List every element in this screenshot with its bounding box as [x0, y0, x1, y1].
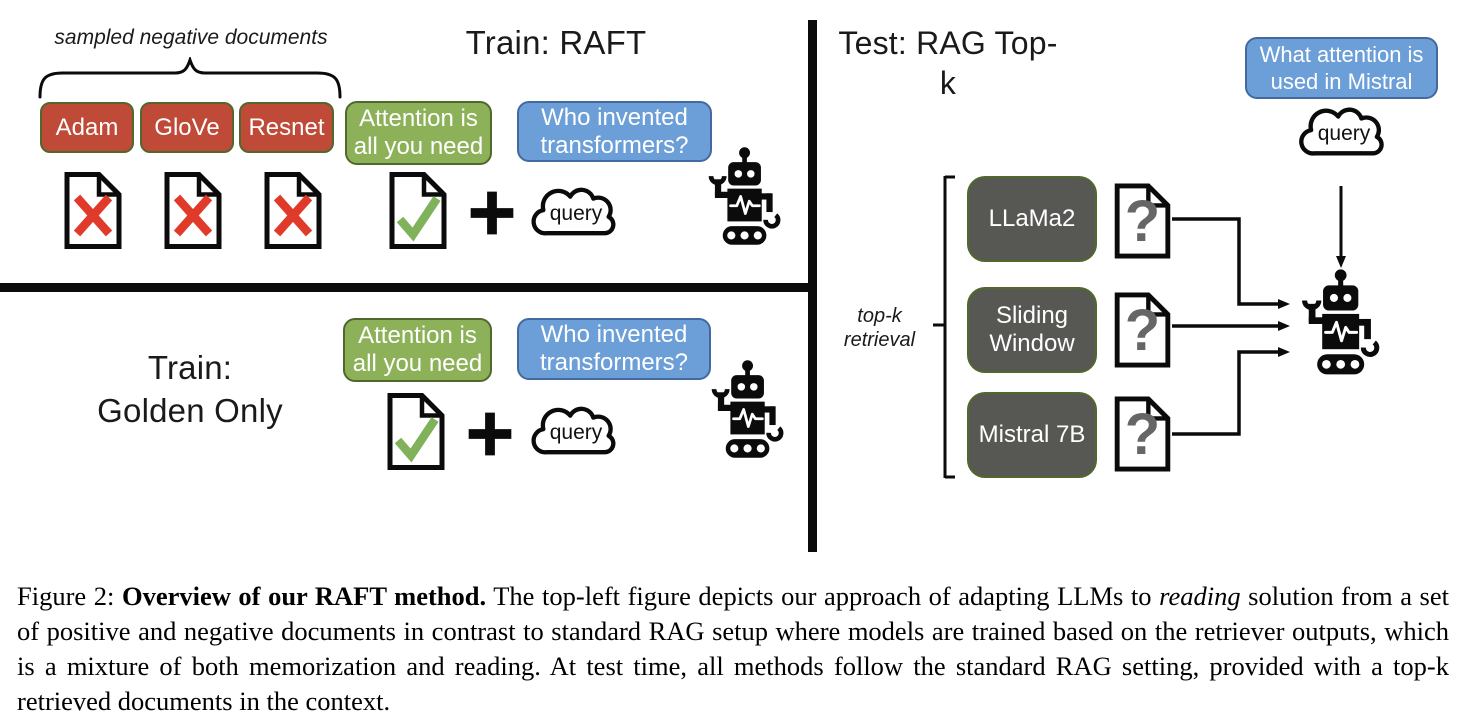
test-rag-title: Test: RAG Top-k [838, 25, 1058, 101]
caption-bold: Overview of our RAFT method. [121, 580, 487, 611]
golden-doc-box: Attention is all you need [343, 318, 492, 382]
question-box: Who invented transformers? [517, 101, 712, 162]
query-cloud-label: query [1317, 122, 1371, 145]
caption-prefix: Figure 2: [17, 580, 122, 611]
docs-to-robot-arrows [1172, 217, 1290, 436]
question-mark: ? [1124, 402, 1161, 467]
question-mark: ? [1124, 189, 1161, 254]
caption-body-2: solution from a set of positive and nega… [17, 580, 1449, 716]
figure-caption: Figure 2: Overview of our RAFT method. T… [17, 579, 1449, 719]
topk-retrieval-label-line2: retrieval [843, 329, 916, 351]
document-x-icon [163, 171, 223, 250]
sampled-negatives-label: sampled negative documents [54, 26, 328, 49]
panel-divider-horizontal [0, 283, 817, 292]
question-mark: ? [1124, 298, 1161, 363]
robot-icon [707, 358, 785, 464]
train-golden-title-line1: Train: [147, 349, 233, 386]
train-raft-title: Train: RAFT [465, 24, 647, 61]
query-to-robot-arrow [1336, 186, 1346, 268]
query-cloud-label: query [549, 202, 603, 225]
negative-doc-box-resnet: Resnet [239, 102, 334, 153]
document-x-icon [63, 171, 123, 250]
model-box-llama2: LLaMa2 [967, 176, 1097, 262]
train-golden-title: Train: Golden Only [55, 346, 325, 432]
robot-icon [704, 145, 782, 251]
negative-doc-box-glove: GloVe [140, 102, 234, 153]
topk-retrieval-label-line1: top-k [857, 305, 902, 327]
topk-retrieval-label: top-k retrieval [822, 304, 937, 352]
query-cloud-label: query [549, 421, 603, 444]
plus-icon [468, 189, 516, 237]
golden-doc-box: Attention is all you need [345, 101, 492, 165]
caption-italic-word: reading [1159, 580, 1241, 611]
train-golden-title-line2: Golden Only [97, 392, 283, 429]
curly-brace-icon [37, 57, 343, 99]
negative-doc-box-adam: Adam [40, 102, 134, 153]
document-check-icon [386, 392, 446, 471]
caption-body-1: The top-left figure depicts our approach… [486, 580, 1160, 611]
bracket-icon [933, 175, 955, 479]
test-question-box: What attention is used in Mistral [1245, 37, 1438, 99]
plus-icon [466, 410, 514, 458]
model-box-sliding-window: Sliding Window [967, 287, 1097, 373]
document-check-icon [388, 171, 448, 250]
question-box: Who invented transformers? [517, 318, 711, 380]
model-box-mistral-7b: Mistral 7B [967, 392, 1097, 478]
robot-icon [1297, 268, 1381, 380]
document-x-icon [263, 171, 323, 250]
